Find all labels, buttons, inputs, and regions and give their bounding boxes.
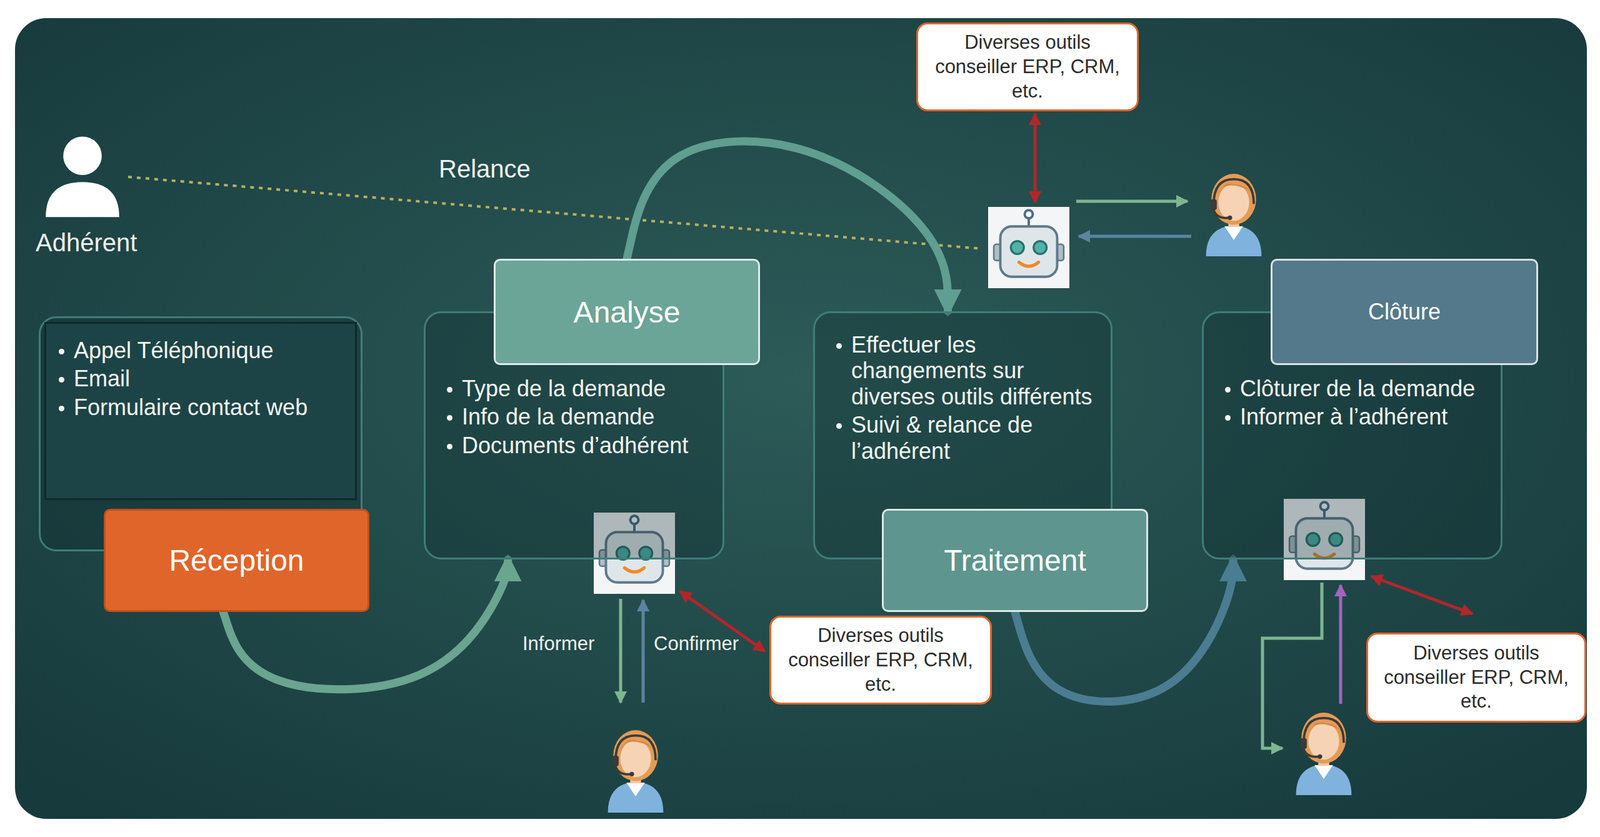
bullet-text: Documents d’adhérent <box>443 432 707 459</box>
text-group: Diverses outils conseiller ERP, CRM, etc… <box>931 30 1124 104</box>
member-icon <box>45 136 120 217</box>
bullet-text: Info de la demande <box>443 403 707 430</box>
text-group: Traitement <box>943 543 1087 578</box>
bullet-text: Suivi & relance de l’adhérent <box>832 411 1095 464</box>
tools-callout: Diverses outils conseiller ERP, CRM, etc… <box>916 22 1139 112</box>
tools-callout: Diverses outils conseiller ERP, CRM, etc… <box>769 615 992 705</box>
arrow-label: Confirmer <box>653 632 739 655</box>
text-group: Analyse <box>573 295 681 330</box>
tool-exchange-arrow <box>1371 576 1473 614</box>
box-text: Traitement <box>943 543 1087 578</box>
box-text: Réception <box>168 543 304 578</box>
confirm-arrow <box>641 600 645 703</box>
bullet-text: Informer à l’adhérent <box>1221 403 1485 430</box>
bullet-text: Type de la demande <box>443 375 707 402</box>
text-group: Effectuer les changements sur diverses o… <box>832 331 1095 464</box>
text-group: Clôturer de la demandeInformer à l’adhér… <box>1221 375 1485 430</box>
connector-group <box>223 141 1234 702</box>
text-group: Appel TéléphoniqueEmailFormulaire contac… <box>44 321 357 500</box>
box-text: Analyse <box>573 295 681 330</box>
box-text: Diverses outils conseiller ERP, CRM, etc… <box>1381 641 1571 714</box>
stage-title: Réception <box>103 508 370 612</box>
box-text: Diverses outils conseiller ERP, CRM, etc… <box>931 30 1124 104</box>
handoff-arrow <box>1076 200 1188 204</box>
text-group: Diverses outils conseiller ERP, CRM, etc… <box>1381 641 1571 714</box>
stage-card: Effectuer les changements sur diverses o… <box>813 311 1113 560</box>
return-arrow <box>1078 235 1192 239</box>
background-panel <box>15 18 1587 819</box>
handoff-arrow <box>1262 582 1322 749</box>
stage-card: Clôturer de la demandeInformer à l’adhér… <box>1201 311 1503 560</box>
arrow-label: Informer <box>522 632 595 655</box>
inform-arrow <box>619 598 623 703</box>
relance-dotted-line <box>128 176 983 249</box>
bullet-text: Effectuer les changements sur diverses o… <box>832 331 1095 410</box>
text-group: Type de la demandeInfo de la demandeDocu… <box>443 375 707 459</box>
text-group: Réception <box>168 543 304 578</box>
robot-icon <box>988 206 1070 289</box>
stage-title: Analyse <box>493 258 760 365</box>
stage-title: Traitement <box>881 508 1149 612</box>
advisor-icon <box>1206 173 1262 257</box>
text-group: Clôture <box>1368 298 1441 325</box>
return-arrow <box>1339 585 1343 704</box>
tools-callout: Diverses outils conseiller ERP, CRM, etc… <box>1366 632 1587 723</box>
stage-title: Clôture <box>1270 258 1539 365</box>
actor-label: Adhérent <box>35 228 137 257</box>
bullet-text: Formulaire contact web <box>55 394 344 420</box>
box-text: Clôture <box>1368 298 1441 325</box>
bullet-text: Appel Téléphonique <box>55 337 344 364</box>
bullet-text: Email <box>55 365 344 392</box>
stage-card: Type de la demandeInfo de la demandeDocu… <box>423 311 725 560</box>
bullet-text: Clôturer de la demande <box>1221 375 1485 402</box>
stage-card: Appel TéléphoniqueEmailFormulaire contac… <box>38 316 363 552</box>
advisor-icon <box>608 730 664 813</box>
tool-exchange-arrow <box>1033 113 1037 203</box>
box-text: Diverses outils conseiller ERP, CRM, etc… <box>785 623 977 697</box>
text-group: Diverses outils conseiller ERP, CRM, etc… <box>785 623 977 697</box>
advisor-icon <box>1296 712 1352 795</box>
line-label: Relance <box>438 155 531 184</box>
